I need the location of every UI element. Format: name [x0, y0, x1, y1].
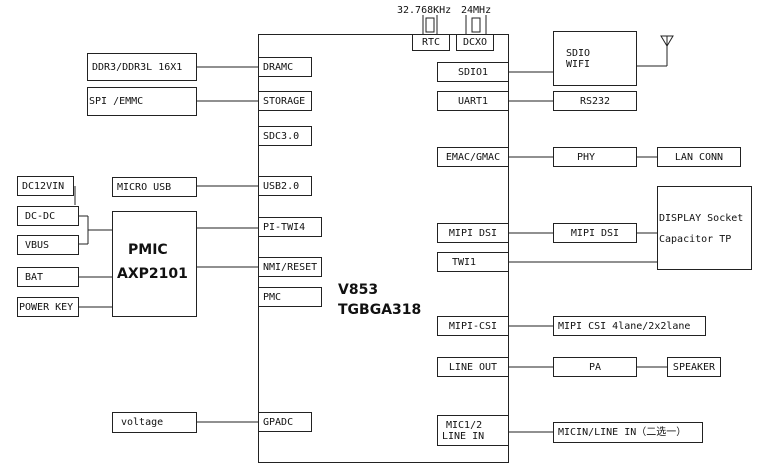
lan-connector: LAN CONN [657, 147, 741, 167]
pin-uart1: UART1 [437, 91, 509, 111]
pin-mipi-csi: MIPI-CSI [437, 316, 509, 336]
sdio-wifi-line2: WIFI [566, 58, 591, 70]
pin-mic-line-in: MIC1/2 LINE IN [437, 415, 509, 446]
spi-emmc: SPI /EMMC [87, 87, 197, 116]
voltage-input: voltage [112, 412, 197, 433]
rs232: RS232 [553, 91, 637, 111]
battery: BAT [17, 267, 79, 287]
power-key: POWER KEY [17, 297, 79, 317]
pin-rtc: RTC [412, 34, 450, 51]
pin-emac: EMAC/GMAC [437, 147, 509, 167]
pmic-part: AXP2101 [117, 266, 188, 282]
pmic-block [112, 211, 197, 317]
pin-line-in-label: LINE IN [442, 430, 485, 442]
mipi-csi-device: MIPI CSI 4lane/2x2lane [553, 316, 706, 336]
capacitor-tp-label: Capacitor TP [659, 234, 732, 245]
phy: PHY [553, 147, 637, 167]
soc-package: TGBGA318 [338, 302, 422, 318]
dcxo-crystal-freq: 24MHz [461, 5, 492, 16]
power-amplifier: PA [553, 357, 637, 377]
display-module: DISPLAY Socket Capacitor TP [657, 186, 752, 270]
pmic-title: PMIC [128, 242, 168, 258]
pin-twi1: TWI1 [437, 252, 509, 272]
ddr-memory: DDR3/DDR3L 16X1 [87, 53, 197, 81]
speaker: SPEAKER [667, 357, 721, 377]
pin-line-out: LINE OUT [437, 357, 509, 377]
pin-usb2: USB2.0 [258, 176, 312, 196]
micro-usb: MICRO USB [112, 177, 197, 197]
pin-mic-label: MIC1/2 [446, 419, 483, 431]
pin-twi4: PI-TWI4 [258, 217, 322, 237]
vbus: VBUS [17, 235, 79, 255]
pin-dramc: DRAMC [258, 57, 312, 77]
pin-dcxo: DCXO [456, 34, 494, 51]
sdio-wifi-line1: SDIO [566, 47, 591, 59]
sdio-wifi-module: SDIO WIFI [553, 31, 637, 86]
antenna-icon [660, 35, 674, 47]
pin-sdc3: SDC3.0 [258, 126, 312, 146]
micin-line-in: MICIN/LINE IN（二选一） [553, 422, 703, 443]
pin-mipi-dsi: MIPI DSI [437, 223, 509, 243]
pin-pmc: PMC [258, 287, 322, 307]
pin-sdio1: SDIO1 [437, 62, 509, 82]
display-socket-label: DISPLAY Socket [659, 213, 744, 224]
dc-dc: DC-DC [17, 206, 79, 226]
rtc-crystal-freq: 32.768KHz [397, 5, 452, 16]
soc-name: V853 [338, 282, 379, 298]
mipi-dsi-device: MIPI DSI [553, 223, 637, 243]
pin-storage: STORAGE [258, 91, 312, 111]
pin-nmi-reset: NMI/RESET [258, 257, 322, 277]
pin-gpadc: GPADC [258, 412, 312, 432]
dc12vin: DC12VIN [17, 176, 74, 196]
